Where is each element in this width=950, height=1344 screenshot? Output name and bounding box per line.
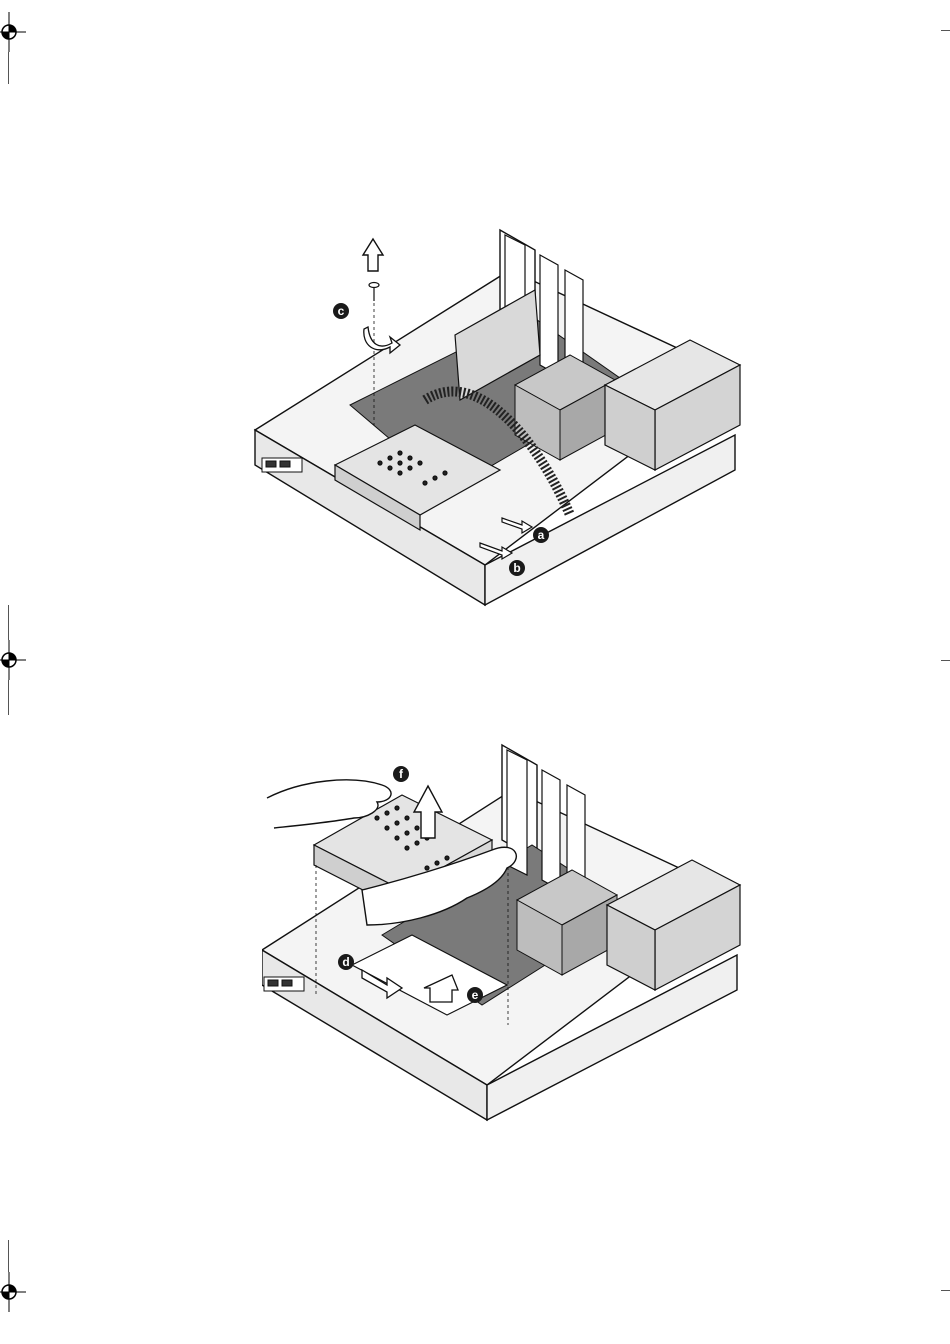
crop-mark-icon xyxy=(941,1290,950,1291)
crop-mark-icon xyxy=(8,605,9,640)
callout-e: e xyxy=(467,987,483,1003)
svg-text:d: d xyxy=(342,955,349,969)
screw-icon xyxy=(369,283,379,302)
front-panel-ports xyxy=(264,977,304,991)
front-panel-ports xyxy=(262,458,302,472)
registration-mark-icon xyxy=(0,12,28,52)
up-arrow-icon xyxy=(363,239,383,271)
registration-mark-icon xyxy=(0,640,28,680)
callout-b: b xyxy=(509,560,525,576)
figure-remove-drive-cables: a b c xyxy=(240,225,750,610)
registration-mark-icon xyxy=(0,1272,28,1312)
crop-mark-icon xyxy=(8,1240,9,1272)
callout-d: d xyxy=(338,954,354,970)
callout-f: f xyxy=(393,766,409,782)
crop-mark-icon xyxy=(8,680,9,715)
svg-text:e: e xyxy=(472,988,479,1002)
crop-mark-icon xyxy=(941,30,950,31)
svg-text:a: a xyxy=(538,528,545,542)
svg-text:c: c xyxy=(338,304,345,318)
rotate-arrow-icon xyxy=(364,327,400,353)
svg-text:b: b xyxy=(513,561,520,575)
crop-mark-icon xyxy=(8,52,9,84)
callout-a: a xyxy=(533,527,549,543)
figure-remove-drive-cage: d e f xyxy=(262,740,750,1125)
callout-c: c xyxy=(333,303,349,319)
crop-mark-icon xyxy=(941,660,950,661)
